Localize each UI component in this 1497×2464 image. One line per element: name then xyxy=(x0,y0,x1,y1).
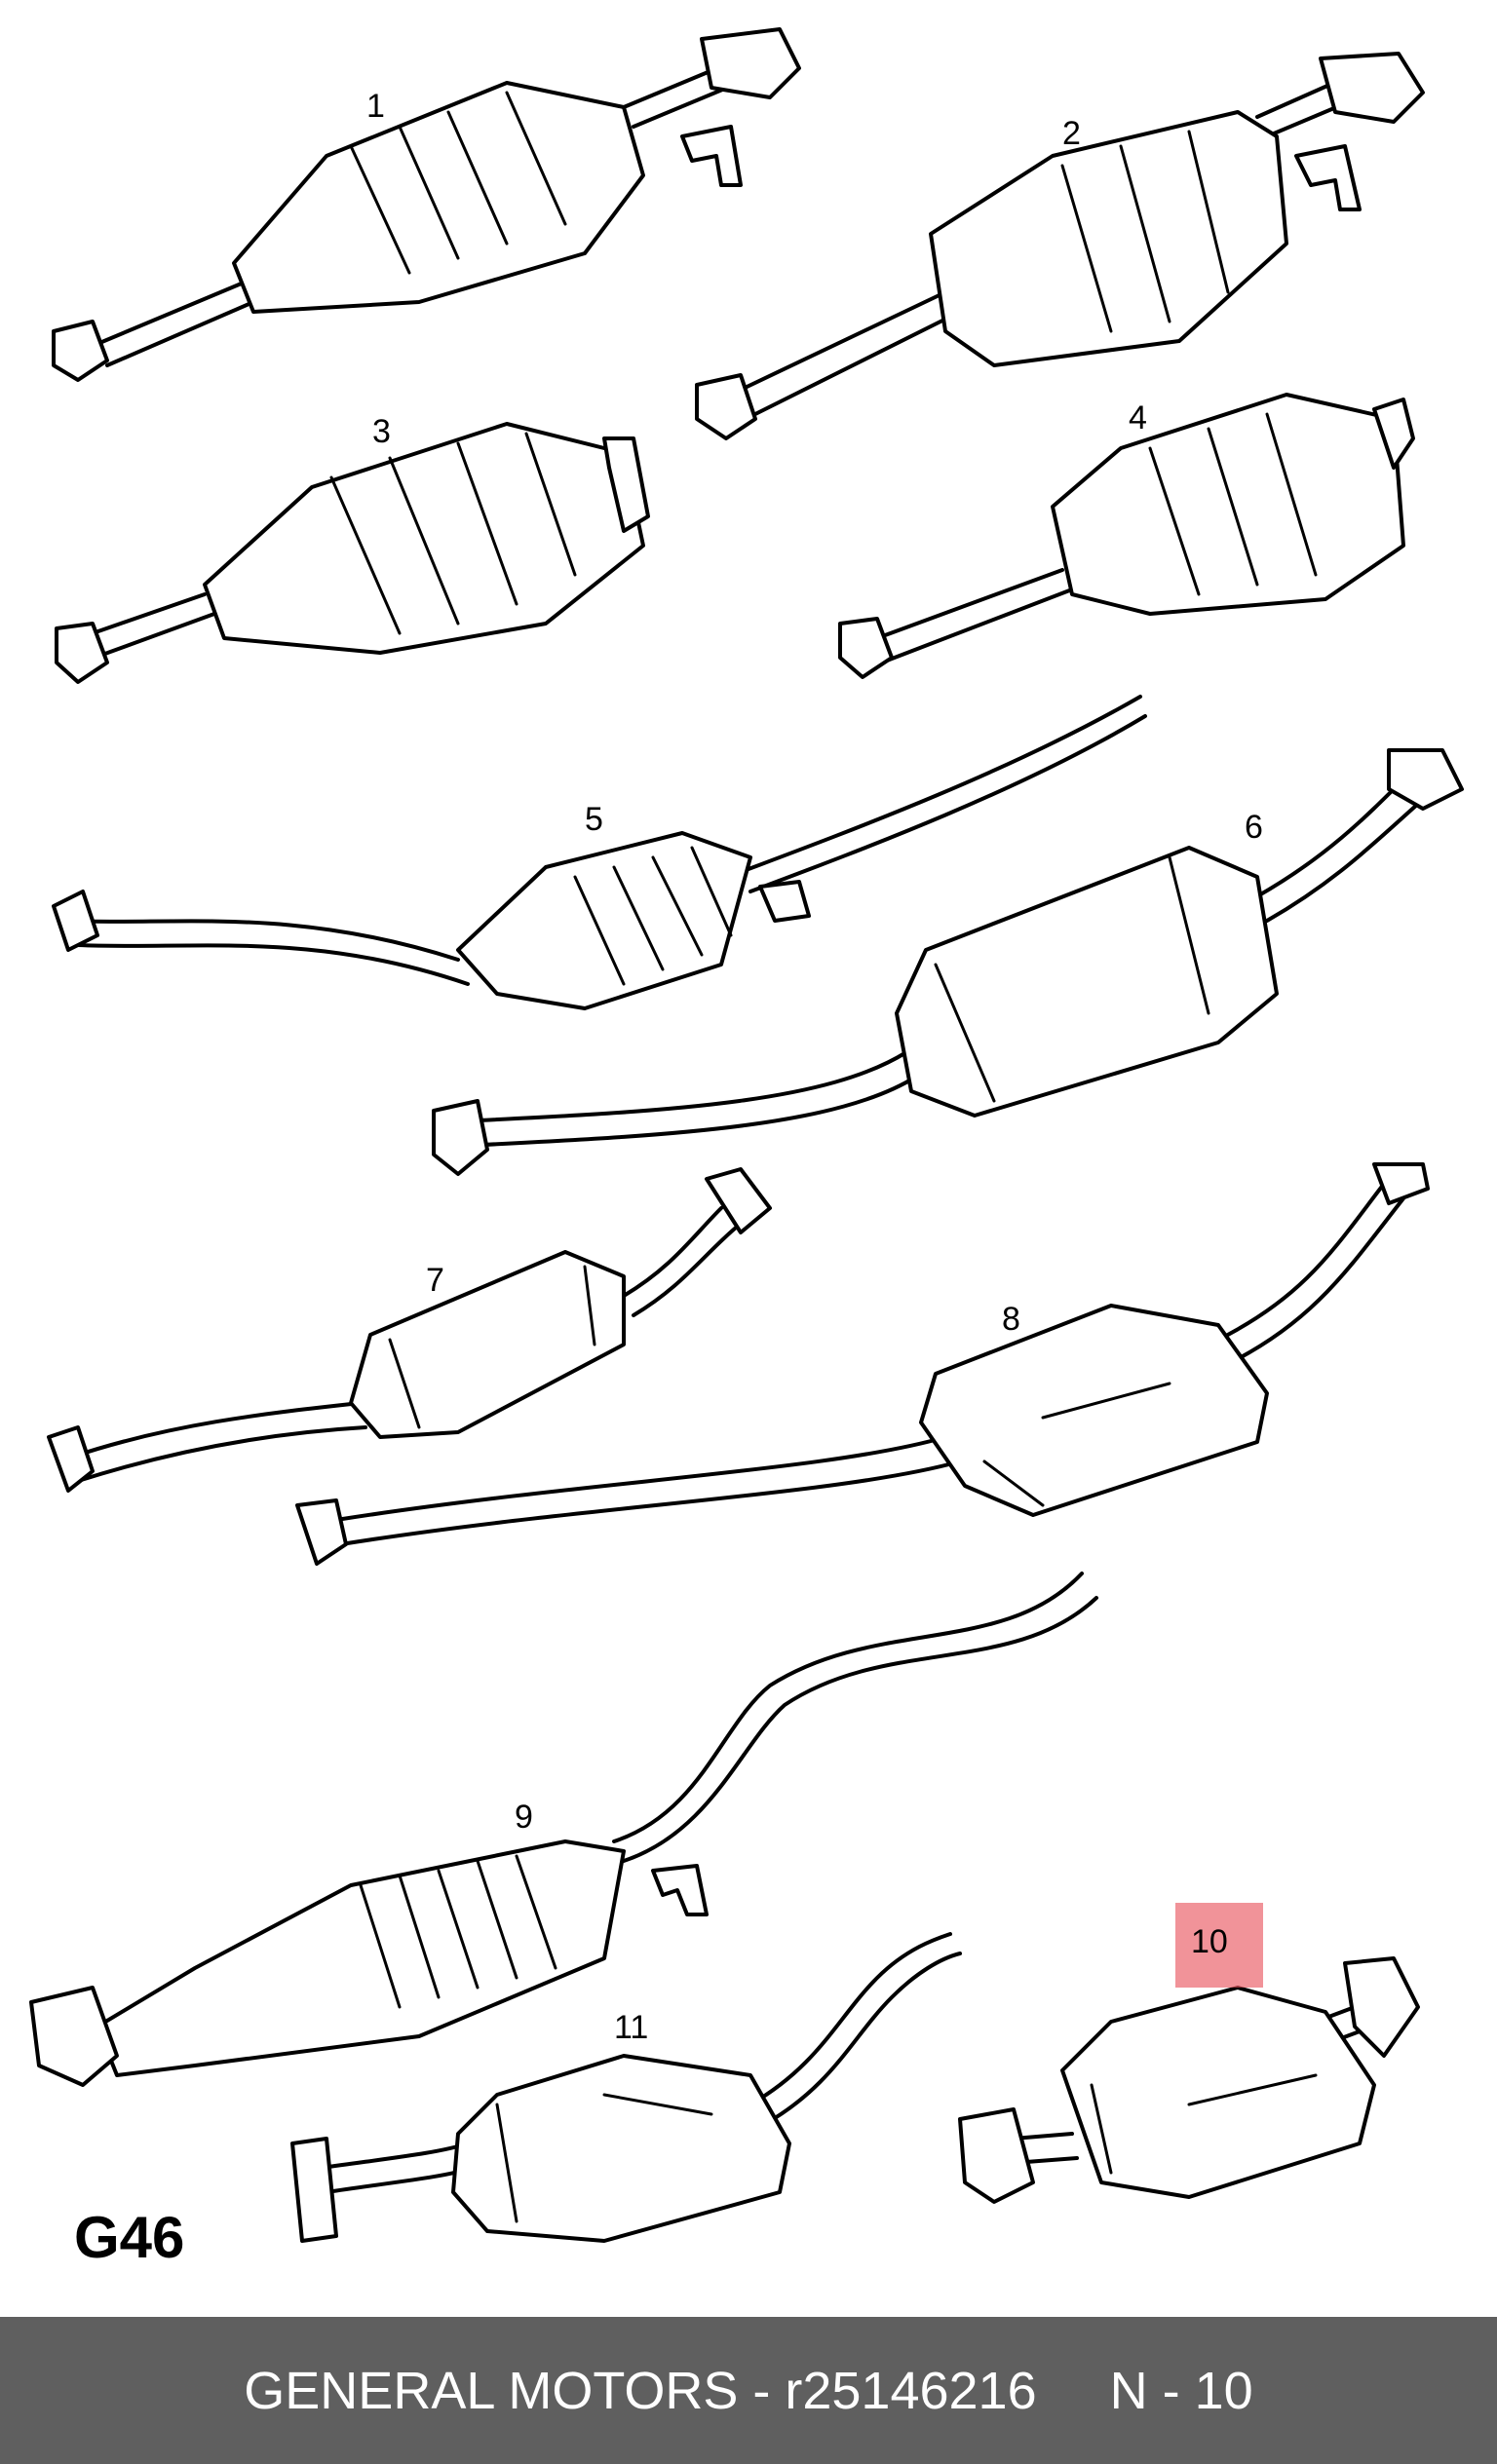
parts-diagram: 1 2 3 4 5 xyxy=(29,27,1464,2243)
part-8-silencer[interactable] xyxy=(295,1162,1430,1566)
part-number-4: 4 xyxy=(1129,399,1147,436)
part-number-6: 6 xyxy=(1245,809,1263,846)
part-number-8: 8 xyxy=(1002,1301,1020,1338)
footer-gap xyxy=(1037,2361,1110,2421)
footer-position-label: N - 10 xyxy=(1109,2361,1253,2420)
part-number-5: 5 xyxy=(585,801,603,838)
part-number-3: 3 xyxy=(372,413,391,450)
part-1-catalytic-converter[interactable] xyxy=(52,27,801,382)
part-11-silencer[interactable] xyxy=(290,1932,962,2243)
part-number-7: 7 xyxy=(426,1262,444,1299)
diagram-code: G46 xyxy=(74,2205,185,2270)
part-number-9: 9 xyxy=(515,1799,533,1836)
footer-bar: GENERAL MOTORS - r25146216 N - 10 xyxy=(0,2317,1497,2464)
part-number-10: 10 xyxy=(1191,1923,1228,1960)
part-7-silencer[interactable] xyxy=(47,1167,772,1493)
part-5-catalytic-converter[interactable] xyxy=(52,695,1147,1010)
footer-brand: GENERAL MOTORS xyxy=(244,2361,739,2420)
footer-part-number: r25146216 xyxy=(785,2361,1037,2420)
part-number-11: 11 xyxy=(614,2009,648,2046)
part-10-highlight xyxy=(1175,1903,1263,1988)
part-2-catalytic-converter[interactable] xyxy=(695,52,1425,440)
part-number-2: 2 xyxy=(1062,115,1081,152)
part-4-catalytic-converter[interactable] xyxy=(838,393,1415,679)
footer-separator: - xyxy=(738,2361,786,2420)
part-6-silencer[interactable] xyxy=(432,748,1464,1176)
part-number-1: 1 xyxy=(366,88,385,125)
part-9-catalytic-converter[interactable] xyxy=(29,1572,1098,2087)
part-3-catalytic-converter[interactable] xyxy=(55,422,650,684)
part-10-silencer[interactable] xyxy=(958,1956,1420,2204)
